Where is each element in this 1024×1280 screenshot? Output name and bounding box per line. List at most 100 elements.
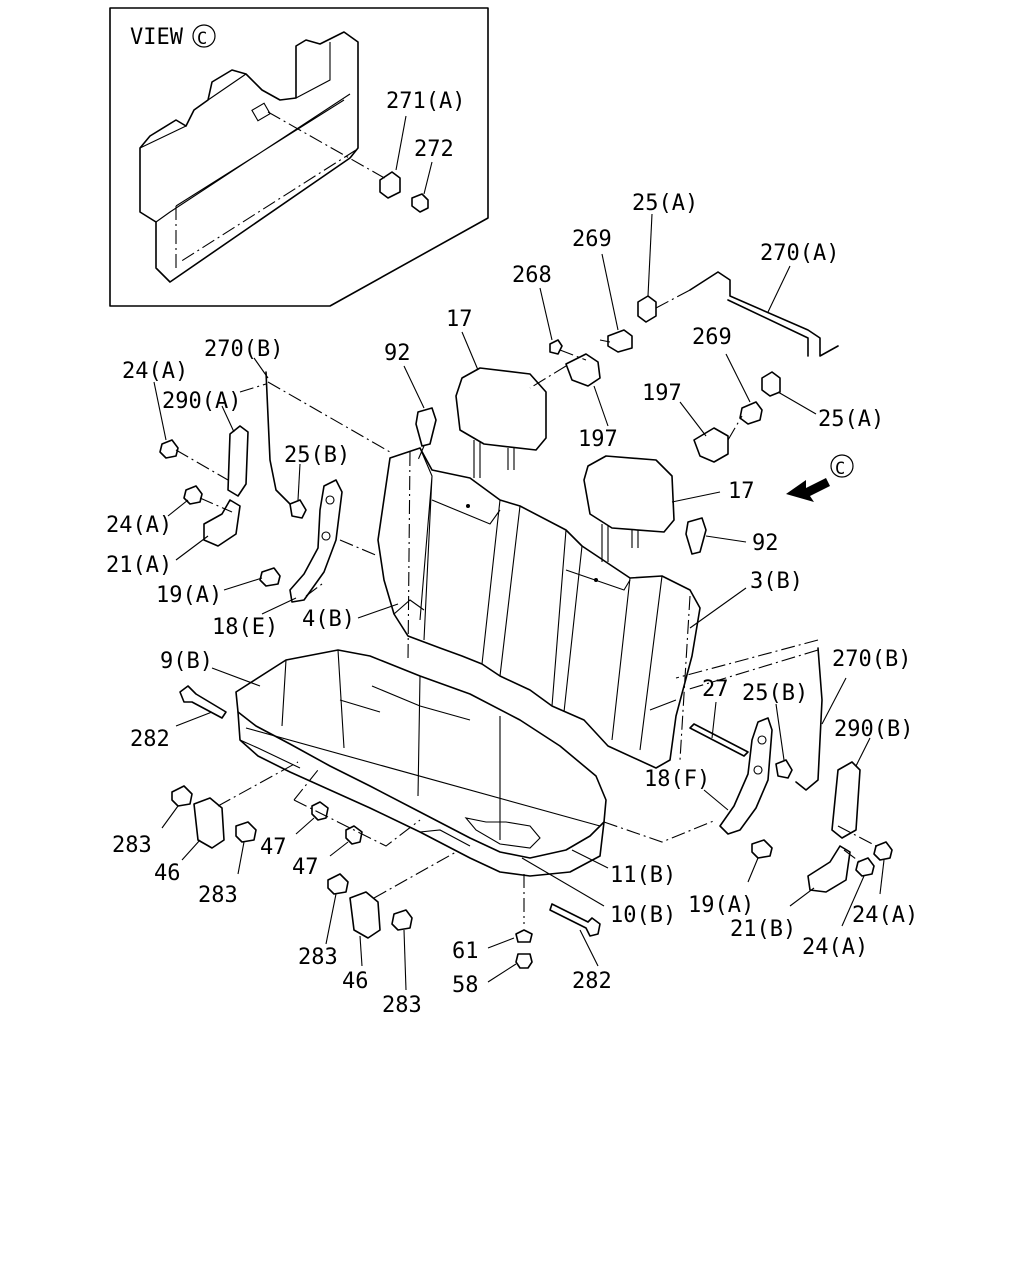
label-197-right: 197 <box>642 381 682 406</box>
label-92-left: 92 <box>384 341 411 366</box>
washers-47: 47 47 <box>260 801 363 880</box>
cushion-outline <box>235 649 607 859</box>
label-24a-left-1: 24(A) <box>122 359 188 384</box>
bolt-282-left-body <box>179 685 227 719</box>
direction-mark: C <box>835 459 845 479</box>
label-24a-right-1: 24(A) <box>852 903 918 928</box>
cushion-end-pad <box>464 817 541 849</box>
bracket-21a <box>203 499 241 547</box>
headrest-right-body <box>583 455 675 533</box>
bolt-24a-right-1 <box>873 841 893 861</box>
hinge-18e <box>289 479 343 603</box>
label-283-3: 283 <box>298 945 338 970</box>
label-9b: 9(B) <box>160 649 213 674</box>
clip-25a-top <box>637 295 657 323</box>
bolt-269-top <box>607 329 633 353</box>
guide-92-right-body <box>685 517 707 555</box>
seatback-hidden-lines <box>407 451 691 761</box>
label-18e: 18(E) <box>212 615 278 640</box>
label-10b: 10(B) <box>610 903 676 928</box>
bracket-46-lower: 283 46 283 <box>298 851 457 1018</box>
label-19a-right: 19(A) <box>688 893 754 918</box>
label-24a-left-2: 24(A) <box>106 513 172 538</box>
bolt-283-3 <box>327 873 349 895</box>
view-label: VIEW <box>130 25 184 50</box>
nut-268 <box>549 339 563 355</box>
rear-rod-assembly: 270(A) 25(A) 269 268 197 269 25(A) 197 <box>512 191 884 463</box>
label-282-left: 282 <box>130 727 170 752</box>
rod-270a <box>689 271 839 357</box>
label-290b: 290(B) <box>834 717 913 742</box>
label-17-left: 17 <box>446 307 473 332</box>
label-46-2: 46 <box>342 969 369 994</box>
headrest-left: 17 <box>446 307 547 478</box>
washer-61 <box>515 929 533 943</box>
bracket-197-right <box>693 427 729 463</box>
rod-270b-left <box>265 371 291 505</box>
label-21b: 21(B) <box>730 917 796 942</box>
bolt-282-right: 282 <box>549 903 612 994</box>
label-24a-right-2: 24(A) <box>802 935 868 960</box>
screw-272 <box>411 193 429 213</box>
label-21a: 21(A) <box>106 553 172 578</box>
label-283-2: 283 <box>198 883 238 908</box>
label-11b: 11(B) <box>610 863 676 888</box>
label-3b: 3(B) <box>750 569 803 594</box>
label-61: 61 <box>452 939 479 964</box>
guide-92-right: 92 <box>685 517 779 556</box>
bolt-282-left: 282 <box>130 685 227 752</box>
label-46-1: 46 <box>154 861 181 886</box>
cushion-under-rail <box>245 727 601 827</box>
bracket-21b <box>807 845 851 893</box>
label-283-1: 283 <box>112 833 152 858</box>
pin-27 <box>689 723 749 757</box>
view-circle <box>192 24 216 48</box>
label-25a-mid: 25(A) <box>818 407 884 432</box>
label-25b-right: 25(B) <box>742 681 808 706</box>
label-27: 27 <box>702 677 729 702</box>
headrest-left-stays <box>473 440 515 478</box>
fastener-61-58: 61 58 <box>452 874 533 998</box>
bracket-46-lower-body <box>349 891 381 939</box>
view-c-inset: VIEW C 271(A) 272 <box>109 7 489 307</box>
cushion-frame-11b <box>237 711 605 877</box>
washer-47-2 <box>345 825 363 845</box>
clip-slot <box>251 102 271 122</box>
view-mark: C <box>197 29 207 49</box>
label-47-1: 47 <box>260 835 287 860</box>
label-47-2: 47 <box>292 855 319 880</box>
label-92-right: 92 <box>752 531 779 556</box>
seat-cushion: 9(B) 11(B) 10(B) <box>160 649 717 928</box>
clip-25b-right <box>775 759 793 779</box>
bolt-19a-left <box>259 567 281 587</box>
label-269-mid: 269 <box>692 325 732 350</box>
right-hinge-assembly: 3(B) 270(B) 27 18(F) 25(B) 290(B) 19(A) … <box>644 569 918 960</box>
direction-circle <box>830 454 854 478</box>
label-19a-left: 19(A) <box>156 583 222 608</box>
clip-25b-left <box>289 499 307 519</box>
seatback-side-trim <box>393 599 677 711</box>
bolt-283-2 <box>235 821 257 843</box>
clip-25a-mid <box>761 371 781 397</box>
bracket-46-upper-body <box>193 797 225 849</box>
label-290a: 290(A) <box>162 389 241 414</box>
seatback-seam-mid <box>551 529 583 713</box>
clip-271a <box>379 171 401 199</box>
label-272: 272 <box>414 137 454 162</box>
bracket-46-upper: 283 46 283 <box>112 761 299 908</box>
seatback-headrest-notch <box>207 42 331 101</box>
label-18f: 18(F) <box>644 767 710 792</box>
washer-47-1 <box>311 801 329 821</box>
label-197-mid: 197 <box>578 427 618 452</box>
label-4b: 4(B) <box>302 607 355 632</box>
label-271a: 271(A) <box>386 89 465 114</box>
label-269-top: 269 <box>572 227 612 252</box>
label-270b-left: 270(B) <box>204 337 283 362</box>
headrest-left-body <box>455 367 547 451</box>
seatback-rear-view <box>139 31 359 283</box>
cushion-center-seam <box>339 685 471 721</box>
cover-290a <box>227 425 249 497</box>
rod-270b-right <box>795 647 823 791</box>
